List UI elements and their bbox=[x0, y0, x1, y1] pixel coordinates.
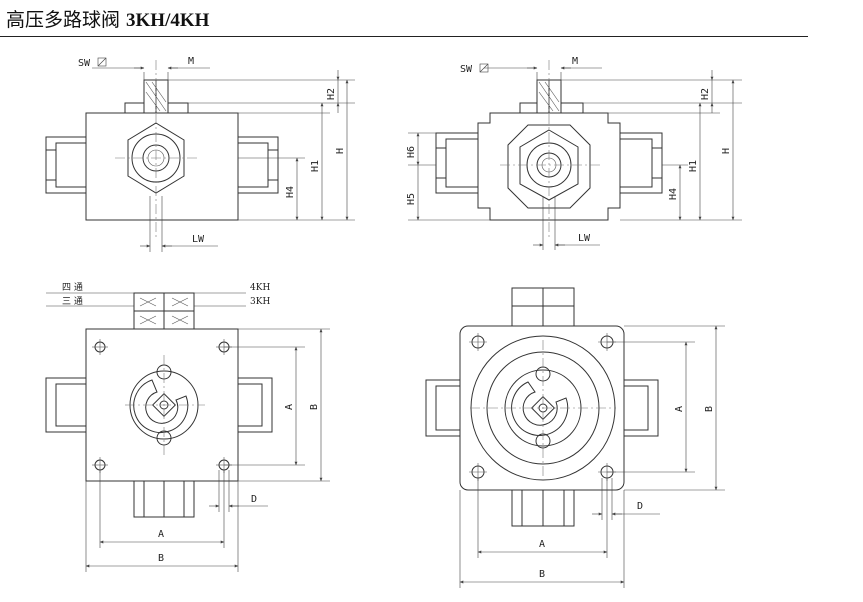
label-a-horiz: A bbox=[158, 529, 164, 540]
label-three-way: 三 通 bbox=[62, 296, 83, 307]
label-b-vert: B bbox=[309, 404, 320, 410]
label-a-vert-4kh: A bbox=[674, 406, 685, 412]
view-top-4kh: A B A B D bbox=[425, 287, 725, 588]
label-b-horiz: B bbox=[158, 553, 164, 564]
label-d: D bbox=[251, 494, 257, 505]
label-h4: H4 bbox=[285, 186, 296, 198]
label-3kh: 3KH bbox=[250, 297, 270, 307]
view-top-3kh: 四 通 三 通 4KH 3KH A B A B bbox=[45, 282, 330, 572]
label-sw-4kh: SW bbox=[460, 64, 473, 75]
label-h4-4kh: H4 bbox=[668, 188, 679, 200]
label-4kh: 4KH bbox=[250, 283, 270, 293]
label-h1-4kh: H1 bbox=[688, 160, 699, 172]
label-h1: H1 bbox=[310, 160, 321, 172]
label-four-way: 四 通 bbox=[62, 282, 83, 293]
label-m-4kh: M bbox=[572, 56, 578, 67]
label-a-horiz-4kh: A bbox=[539, 539, 545, 550]
label-lw: LW bbox=[192, 234, 205, 245]
label-h5: H5 bbox=[406, 193, 417, 205]
label-b-vert-4kh: B bbox=[704, 406, 715, 412]
label-h2: H2 bbox=[326, 88, 337, 100]
label-a-vert: A bbox=[284, 404, 295, 410]
title-model: 3KH/4KH bbox=[126, 10, 210, 31]
svg-text:SW: SW bbox=[78, 58, 91, 69]
label-h6: H6 bbox=[406, 146, 417, 158]
label-m: M bbox=[188, 56, 194, 67]
view-front-3kh: SW M LW H2 H1 H4 H bbox=[45, 56, 355, 252]
label-h: H bbox=[335, 148, 346, 154]
label-lw-4kh: LW bbox=[578, 233, 591, 244]
label-h2-4kh: H2 bbox=[700, 88, 711, 100]
label-sw: SW bbox=[78, 58, 91, 69]
view-front-4kh: SW M LW H2 H1 H4 H H6 H5 bbox=[406, 56, 742, 250]
title-divider bbox=[0, 36, 808, 37]
label-b-horiz-4kh: B bbox=[539, 569, 545, 580]
label-d-4kh: D bbox=[637, 501, 643, 512]
title-chinese: 高压多路球阀 bbox=[6, 9, 121, 31]
label-h-4kh: H bbox=[721, 148, 732, 154]
